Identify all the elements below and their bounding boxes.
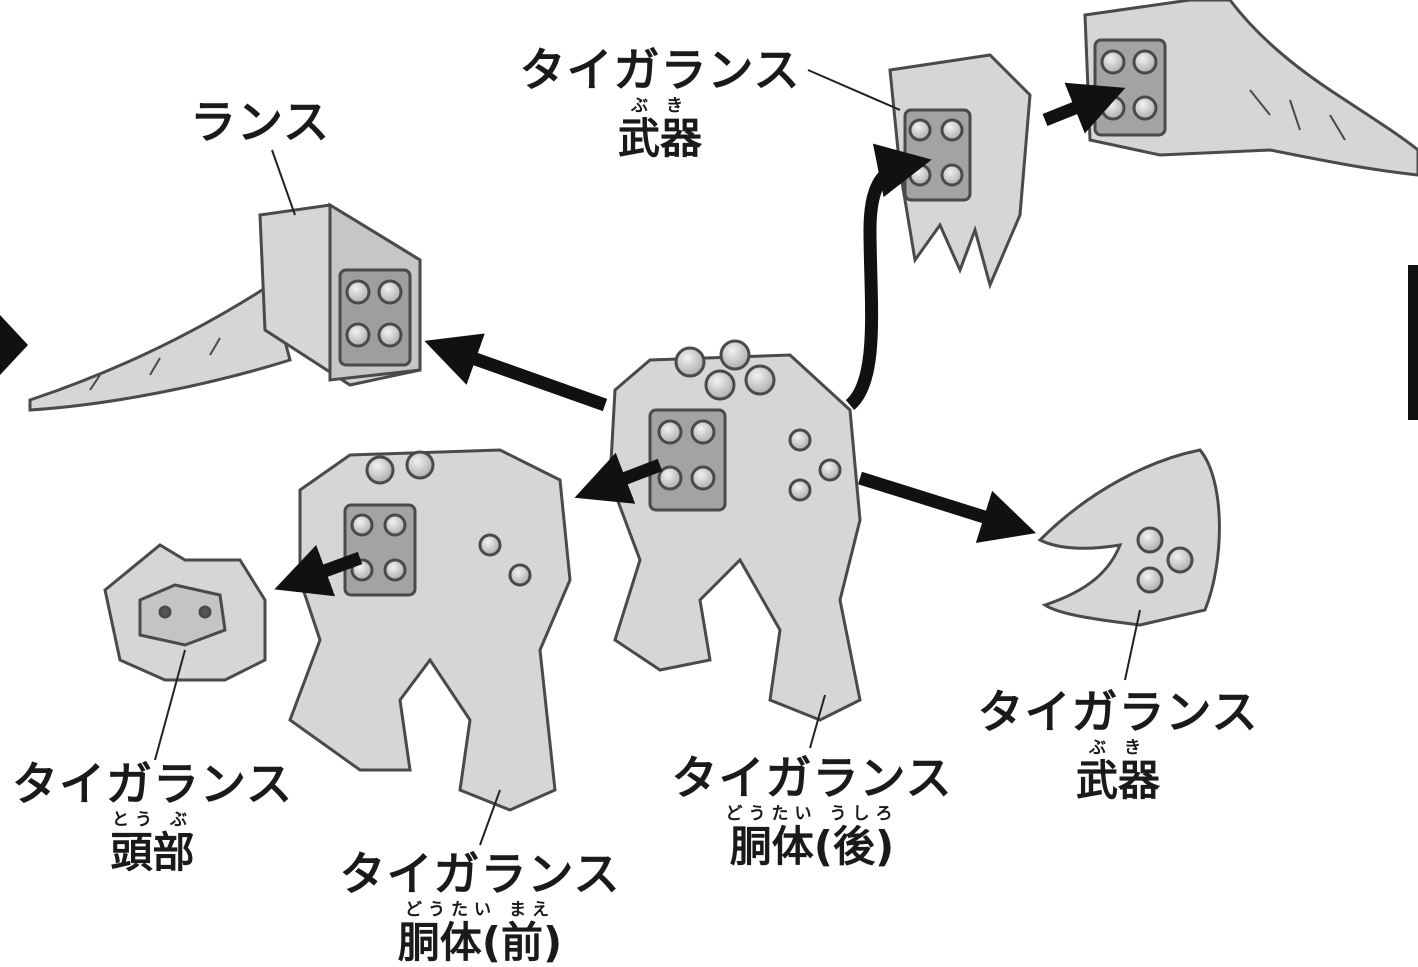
label-body-back-name: タイガランス (671, 751, 953, 805)
weapon-horn-part (1037, 448, 1221, 627)
label-body-back: タイガランス どうたい うしろ 胴体(後) (662, 752, 962, 870)
arrows (274, 82, 1126, 597)
arrow-to-lance (424, 333, 608, 412)
label-lance-name: ランス (189, 95, 331, 149)
label-body-back-ruby: どうたい うしろ (725, 804, 899, 824)
weapon-spiked-part (1083, 0, 1418, 177)
weapon-top-part (888, 53, 1032, 290)
right-edge-arrow-icon (1408, 265, 1418, 420)
label-head-name: タイガランス (11, 757, 294, 811)
label-body-back-sub: 胴体(後) (729, 822, 895, 871)
arrow-to-head (274, 544, 363, 597)
label-head-ruby: とう ぶ (112, 810, 193, 830)
label-body-front: タイガランス どうたい まえ 胴体(前) (330, 848, 630, 966)
leader-lines (154, 69, 1141, 846)
arrow-to-body-front (574, 452, 663, 504)
label-lance: ランス (175, 96, 345, 148)
label-body-front-ruby: どうたい まえ (405, 900, 555, 920)
label-body-front-name: タイガランス (339, 847, 621, 901)
label-weapon-right: タイガランス ぶ き 武器 (968, 686, 1268, 804)
label-weapon-right-name: タイガランス (977, 685, 1259, 739)
label-weapon-top: タイガランス ぶ き 武器 (510, 44, 810, 162)
arrow-to-weapon-top (845, 143, 932, 410)
arrow-to-weapon-horn (858, 471, 1037, 543)
lance-part (28, 202, 422, 412)
label-weapon-right-sub: 武器 (1075, 756, 1160, 805)
body-back-part (608, 339, 862, 722)
label-weapon-top-name: タイガランス (519, 43, 801, 97)
body-front-part (288, 448, 572, 812)
label-head-sub: 頭部 (110, 828, 195, 877)
label-body-front-sub: 胴体(前) (397, 918, 563, 967)
label-weapon-top-sub: 武器 (617, 114, 702, 163)
head-part (103, 543, 267, 682)
label-weapon-right-ruby: ぶ き (1089, 738, 1147, 758)
arrow-to-weapon-spiked (1042, 82, 1126, 134)
label-weapon-top-ruby: ぶ き (631, 96, 689, 116)
label-head: タイガランス とう ぶ 頭部 (5, 758, 300, 876)
left-edge-arrow-icon (0, 315, 28, 375)
